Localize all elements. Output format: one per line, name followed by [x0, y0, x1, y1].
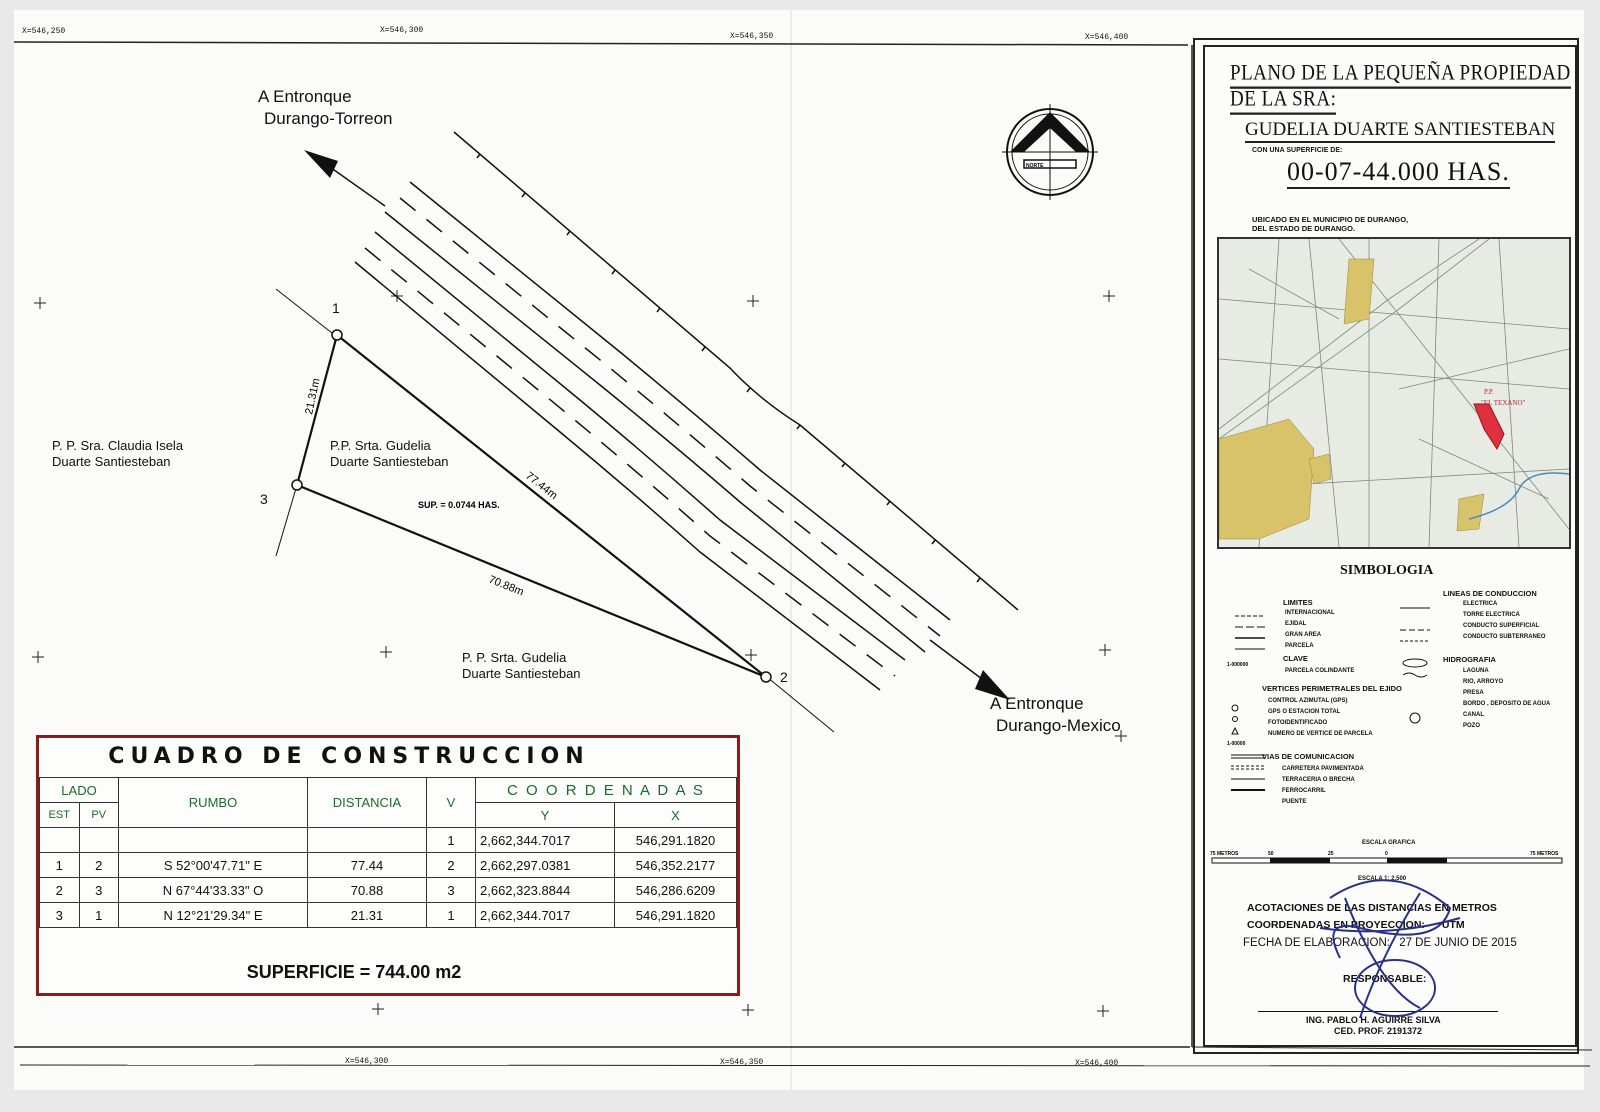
north-arrow-icon	[1002, 104, 1098, 200]
bottom-coord-1: X=546,300	[345, 1057, 389, 1066]
scale-tick-2: 50	[1268, 851, 1274, 857]
hidro-list: LAGUNA RIO, ARROYO PRESA BORDO , DEPOSIT…	[1463, 668, 1551, 729]
point-1-label: 1	[332, 300, 340, 316]
header-pv: PV	[78, 802, 119, 828]
scale-tick-5: 75 METROS	[1530, 851, 1559, 857]
scale-tick-3: 25	[1328, 851, 1334, 857]
header-lado: LADO	[39, 777, 119, 803]
responsable-label: RESPONSABLE:	[1343, 973, 1427, 985]
title-block-frame	[1193, 38, 1579, 1054]
construction-table: CUADRO DE CONSTRUCCION LADO RUMBO DISTAN…	[36, 735, 740, 996]
header-x: X	[614, 802, 737, 828]
graphic-scale-bar: 75 METROS 50 25 0 75 METROS	[1210, 851, 1563, 864]
limites-list: INTERNACIONAL EJIDAL GRAN AREA PARCELA	[1285, 610, 1335, 649]
header-coordenadas: C O O R D E N A D A S	[475, 777, 737, 803]
legend-symbols: 1-000000 1-00000	[1227, 607, 1430, 791]
location-map-graphic: P.P. "EL TEXANO"	[1219, 239, 1569, 547]
header-v: V	[426, 777, 476, 828]
top-coord-3: X=546,350	[730, 32, 774, 41]
map-label-texano: "EL TEXANO"	[1481, 399, 1526, 407]
vias-header: VIAS DE COMUNICACION	[1262, 752, 1355, 761]
svg-text:1-000000: 1-000000	[1227, 662, 1248, 668]
superficie-total: SUPERFICIE = 744.00 m2	[246, 962, 462, 982]
clave-header: CLAVE	[1283, 654, 1308, 663]
vias-list: CARRETERA PAVIMENTADA TERRACERIA O BRECH…	[1282, 766, 1364, 805]
header-rumbo: RUMBO	[118, 777, 308, 828]
lineas-header: LINEAS DE CONDUCCION	[1443, 589, 1537, 598]
escala-grafica-label: ESCALA GRAFICA	[1362, 840, 1416, 846]
area-note: SUP. = 0.0744 HAS.	[418, 500, 500, 510]
construction-grid: LADO RUMBO DISTANCIA V C O O R D E N A D…	[39, 777, 737, 928]
map-label-pp: P.P.	[1484, 388, 1494, 396]
hidro-header: HIDROGRAFIA	[1443, 655, 1496, 664]
header-y: Y	[475, 802, 615, 828]
signature-line	[1258, 1011, 1498, 1012]
title-line-1: PLANO DE LA PEQUEÑA PROPIEDAD	[1230, 61, 1571, 89]
bottom-coord-2: X=546,350	[720, 1058, 764, 1067]
bottom-coord-3: X=546,400	[1075, 1059, 1119, 1068]
parcel-south-label: P. P. Srta. Gudelia Duarte Santiesteban	[462, 650, 581, 681]
point-3-label: 3	[260, 491, 268, 507]
escala-numeric: ESCALA 1: 2,500	[1358, 876, 1407, 882]
surface-label: CON UNA SUPERFICIE DE:	[1252, 147, 1343, 154]
signature-scribble	[1319, 879, 1461, 1019]
top-coord-4: X=546,400	[1085, 33, 1129, 42]
table-row: 3 1 N 12°21'29.34" E 21.31 1 2,662,344.7…	[39, 902, 737, 928]
limites-header: LIMITES	[1283, 598, 1313, 607]
north-label: NORTE	[1026, 163, 1044, 169]
table-row: 2 3 N 67°44'33.33" O 70.88 3 2,662,323.8…	[39, 877, 737, 903]
parcel-west-label: P. P. Sra. Claudia Isela Duarte Santiest…	[52, 438, 184, 469]
lineas-list: ELECTRICA TORRE ELECTRICA CONDUCTO SUPER…	[1463, 601, 1546, 640]
table-row: 1 2,662,344.7017 546,291.1820	[39, 827, 737, 853]
owner-name: GUDELIA DUARTE SANTIESTEBAN	[1245, 119, 1556, 143]
surface-area: 00-07-44.000 HAS.	[1287, 157, 1510, 189]
fecha-note: FECHA DE ELABORACION: 27 DE JUNIO DE 201…	[1243, 937, 1517, 949]
acotaciones-note: ACOTACIONES DE LAS DISTANCIAS EN METROS	[1247, 902, 1497, 914]
engineer-name: ING. PABLO H. AGUIRRE SILVA	[1306, 1015, 1441, 1025]
header-distancia: DISTANCIA	[307, 777, 427, 828]
parcel-center-label: P.P. Srta. Gudelia Duarte Santiesteban	[330, 438, 449, 469]
dim-side-3-2: 70.88m	[487, 574, 526, 599]
table-row: 1 2 S 52°00'47.71" E 77.44 2 2,662,297.0…	[39, 852, 737, 878]
simbologia-title: SIMBOLOGIA	[1340, 563, 1434, 578]
engineer-license: CED. PROF. 2191372	[1334, 1026, 1423, 1036]
vertices-header: VERTICES PERIMETRALES DEL EJIDO	[1262, 684, 1402, 693]
vertices-list: CONTROL AZIMUTAL (GPS) GPS O ESTACION TO…	[1268, 698, 1373, 737]
direction-south: A Entronque Durango-Mexico	[990, 694, 1121, 735]
title-line-2: DE LA SRA:	[1230, 87, 1337, 115]
location-line-2: DEL ESTADO DE DURANGO.	[1252, 224, 1356, 233]
clave-item: PARCELA COLINDANTE	[1285, 668, 1355, 674]
scale-tick-1: 75 METROS	[1210, 851, 1239, 857]
sheet-fold	[790, 10, 792, 1090]
top-coord-2: X=546,300	[380, 26, 424, 35]
top-coord-1: X=546,250	[22, 27, 66, 36]
location-line-1: UBICADO EN EL MUNICIPIO DE DURANGO,	[1252, 215, 1409, 224]
point-2-label: 2	[780, 669, 788, 685]
svg-text:1-00000: 1-00000	[1227, 741, 1246, 747]
direction-north: A Entronque Durango-Torreon	[258, 87, 393, 128]
location-map: P.P. "EL TEXANO"	[1217, 237, 1571, 549]
scale-tick-4: 0	[1385, 851, 1388, 857]
table-title: CUADRO DE CONSTRUCCION	[108, 744, 590, 769]
header-est: EST	[39, 802, 80, 828]
